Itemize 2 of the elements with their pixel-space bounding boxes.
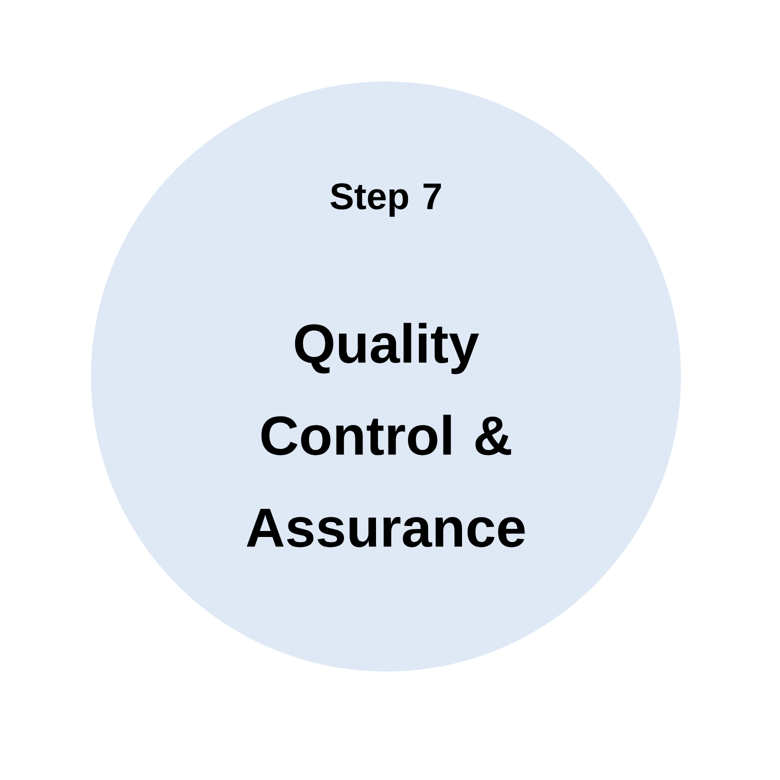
step-title: Quality Control & Assurance (246, 322, 525, 548)
step-number: Step 7 (330, 183, 441, 217)
